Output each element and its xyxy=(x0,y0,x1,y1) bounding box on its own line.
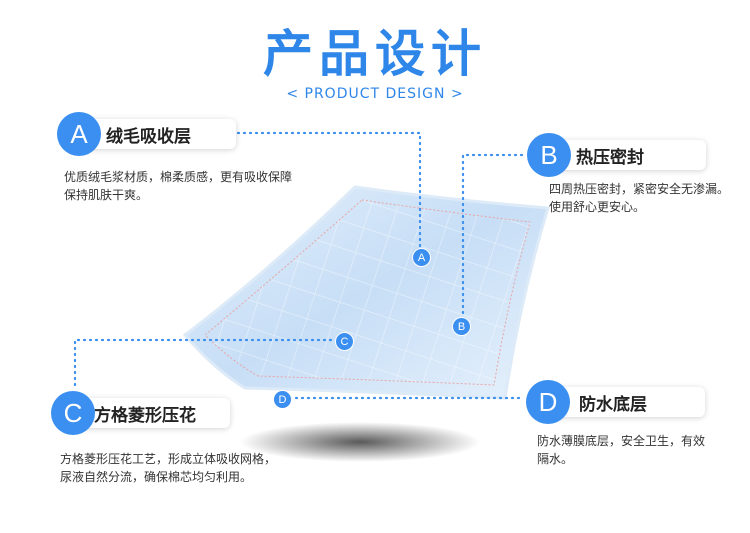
feature-d-badge: D xyxy=(526,380,570,424)
page-title: 产品设计 xyxy=(263,25,487,83)
feature-a-title: 绒毛吸收层 xyxy=(106,126,191,147)
feature-a-label: 绒毛吸收层 xyxy=(76,119,236,149)
subtitle-text: PRODUCT DESIGN xyxy=(304,86,446,102)
feature-c-label: 方格菱形压花 xyxy=(72,398,230,428)
marker-d: D xyxy=(273,390,292,409)
feature-b-title: 热压密封 xyxy=(576,147,644,168)
leader-line-b xyxy=(461,153,524,320)
leader-line-a xyxy=(236,131,422,250)
feature-b-label: 热压密封 xyxy=(548,140,706,170)
feature-a-description: 优质绒毛浆材质，棉柔质感，更有吸收保障 保持肌肤干爽。 xyxy=(64,170,293,202)
feature-c-title: 方格菱形压花 xyxy=(94,405,196,426)
pad-absorbent-core xyxy=(204,199,531,386)
pad-shadow xyxy=(240,422,480,462)
feature-c-badge: C xyxy=(51,391,95,435)
marker-a: A xyxy=(412,248,431,267)
marker-c: C xyxy=(335,332,354,351)
page-subtitle: < PRODUCT DESIGN > xyxy=(0,86,750,102)
feature-c-description: 方格菱形压花工艺，形成立体吸收网格， 尿液自然分流，确保棉芯均匀利用。 xyxy=(60,452,277,484)
marker-b: B xyxy=(452,317,471,336)
feature-d-label: 防水底层 xyxy=(549,387,705,417)
subtitle-right-chevron: > xyxy=(450,86,464,102)
feature-d-description: 防水薄膜底层，安全卫生，有效 隔水。 xyxy=(537,434,706,466)
feature-b-description: 四周热压密封，紧密安全无渗漏。 使用舒心更安心。 xyxy=(549,182,730,214)
feature-a-badge: A xyxy=(57,112,101,156)
feature-b-badge: B xyxy=(527,133,571,177)
subtitle-left-chevron: < xyxy=(286,86,300,102)
feature-d-title: 防水底层 xyxy=(579,394,647,415)
